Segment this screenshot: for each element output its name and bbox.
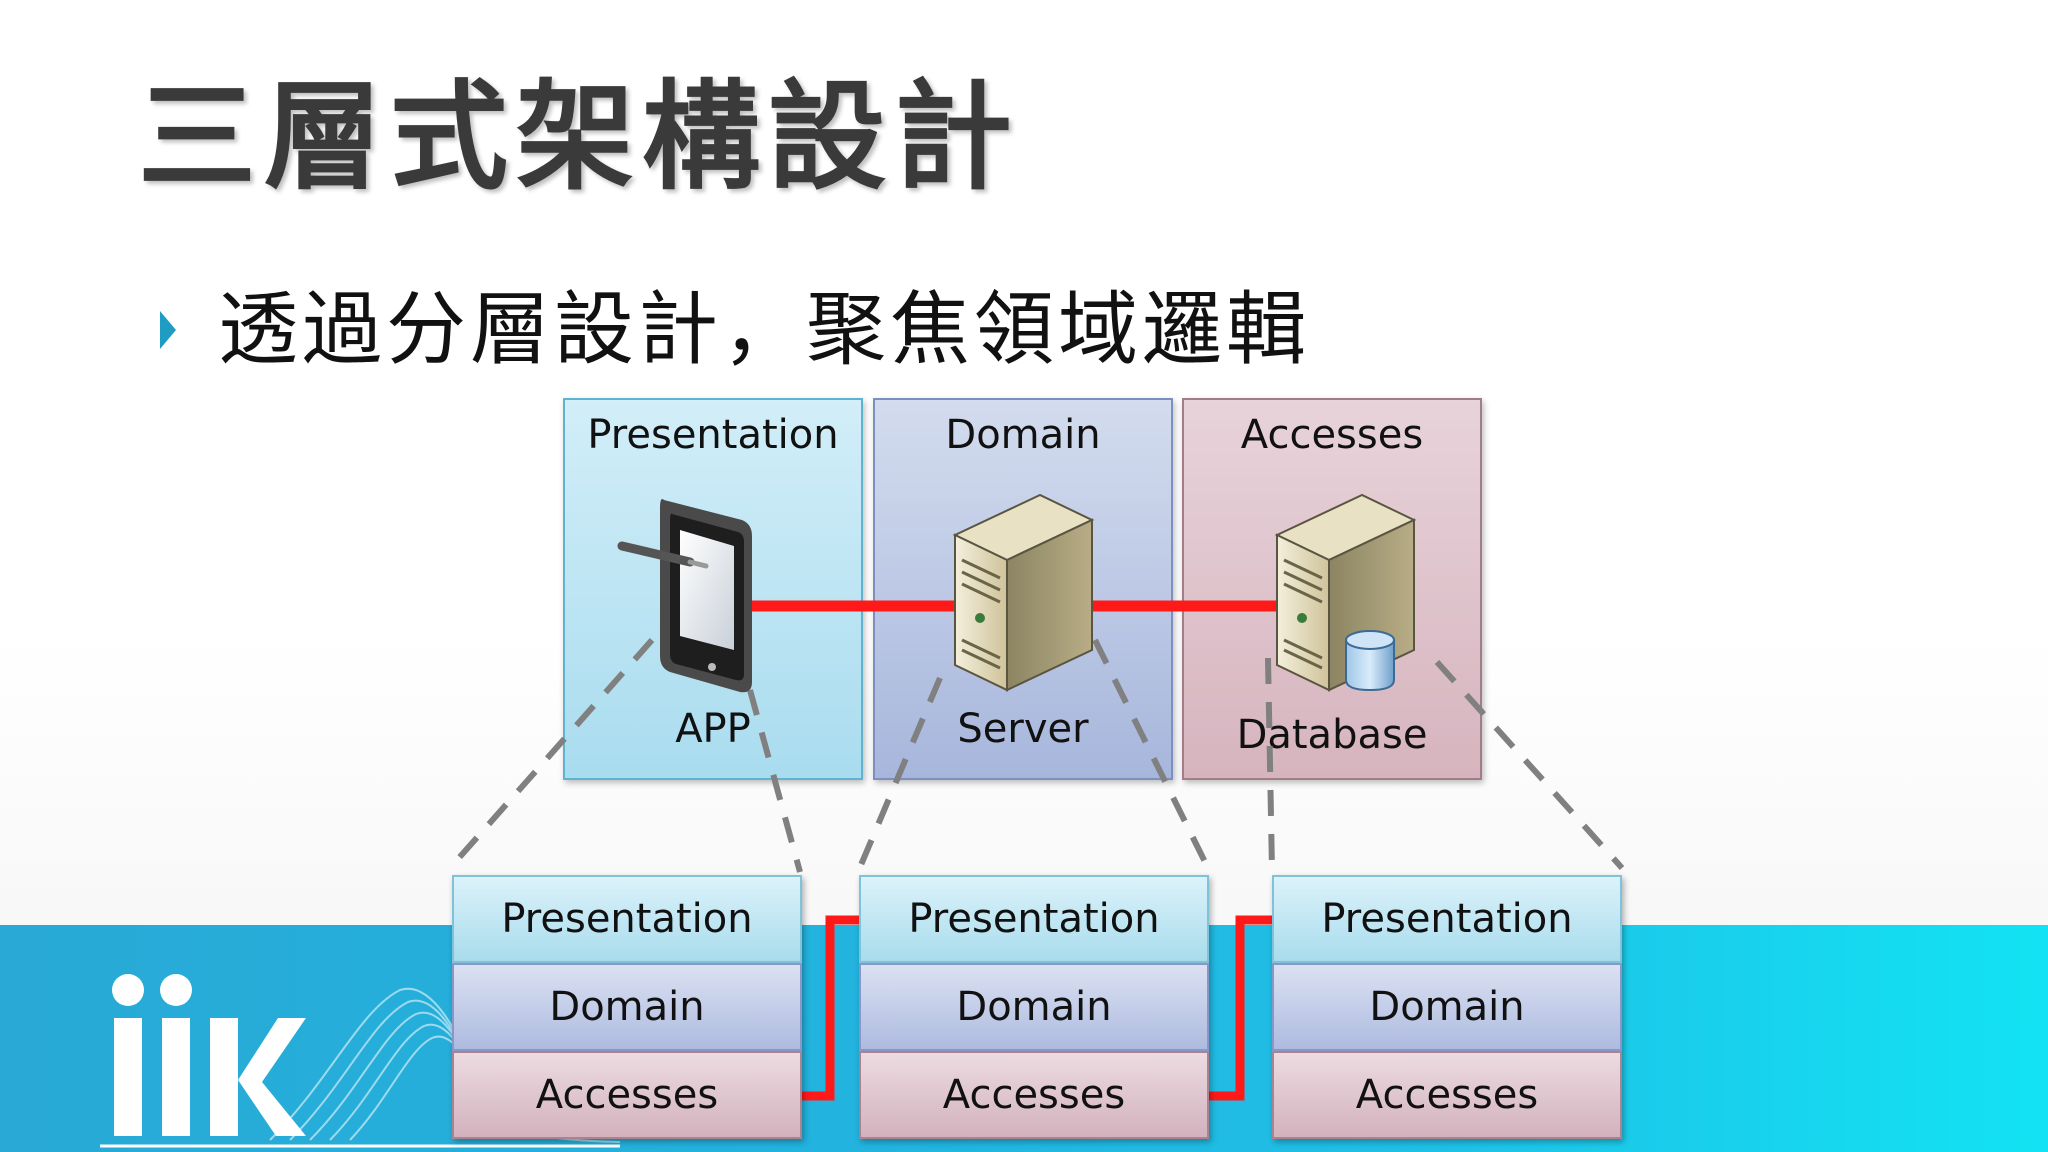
tier-accesses: Accesses Database — [1182, 398, 1482, 780]
slide-title: 三層式架構設計 — [138, 68, 1021, 206]
stack-layer-accesses: Accesses — [859, 1051, 1209, 1139]
tier-title: Domain — [945, 412, 1101, 458]
tier-title: Presentation — [587, 412, 839, 458]
bullet-item: 透過分層設計，聚焦領域邏輯 — [160, 290, 1310, 370]
tier-label: Database — [1236, 712, 1428, 758]
layer-stack: Presentation Domain Accesses — [859, 875, 1209, 1139]
tier-domain: Domain Server — [873, 398, 1173, 780]
tier-presentation: Presentation APP — [563, 398, 863, 780]
tier-label: Server — [957, 706, 1089, 752]
stack-layer-presentation: Presentation — [452, 875, 802, 963]
layer-stack: Presentation Domain Accesses — [1272, 875, 1622, 1139]
bullet-text: 透過分層設計，聚焦領域邏輯 — [218, 283, 1310, 376]
stack-layer-accesses: Accesses — [452, 1051, 802, 1139]
stack-layer-domain: Domain — [1272, 963, 1622, 1051]
stack-layer-domain: Domain — [452, 963, 802, 1051]
stack-layer-accesses: Accesses — [1272, 1051, 1622, 1139]
layer-stack: Presentation Domain Accesses — [452, 875, 802, 1139]
tier-title: Accesses — [1240, 412, 1424, 458]
stack-layer-domain: Domain — [859, 963, 1209, 1051]
tier-label: APP — [675, 706, 751, 752]
bullet-marker-icon — [160, 311, 176, 349]
stack-layer-presentation: Presentation — [859, 875, 1209, 963]
logo — [100, 974, 620, 1148]
stack-layer-presentation: Presentation — [1272, 875, 1622, 963]
